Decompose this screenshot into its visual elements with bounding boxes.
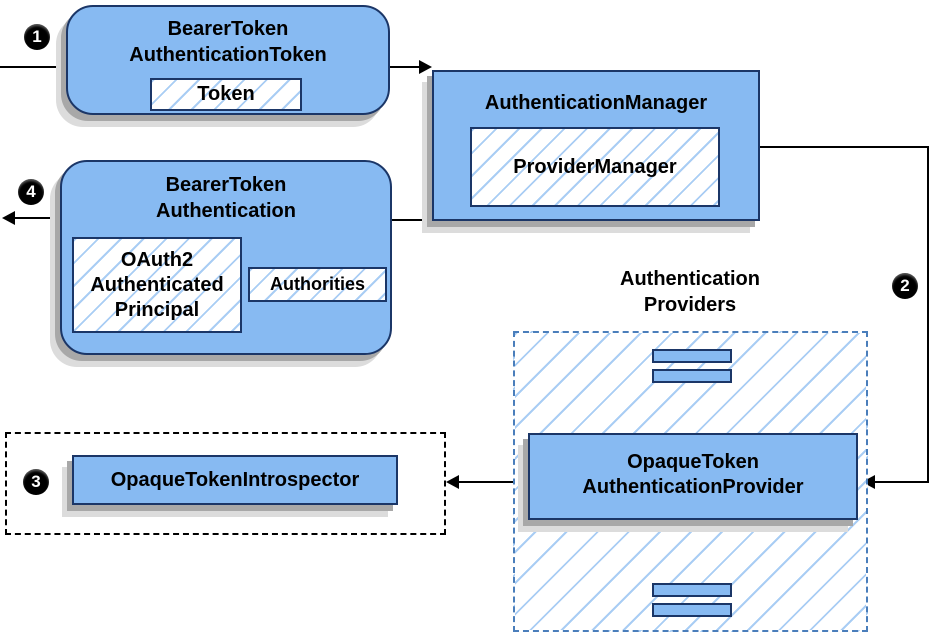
authentication-manager-node: AuthenticationManager ProviderManager (432, 70, 760, 221)
node-title: AuthenticationManager (484, 92, 708, 114)
bearer-token-authentication-node: BearerToken Authentication OAuth2 Authen… (60, 160, 392, 355)
authentication-return-arrowhead-icon (2, 211, 15, 225)
manager-to-provider-line-top (760, 146, 929, 148)
introspector-dashed-container (5, 432, 446, 535)
step-4-badge: 4 (18, 179, 44, 205)
provider-to-introspector-line (458, 481, 528, 483)
token-inner-box: Token (150, 78, 302, 111)
opaque-token-authentication-provider-node: OpaqueToken AuthenticationProvider (528, 433, 858, 520)
step-2-badge: 2 (892, 273, 918, 299)
provider-list-item-bar (652, 603, 732, 617)
oauth2-authenticated-principal-inner-box: OAuth2 Authenticated Principal (72, 237, 242, 333)
provider-to-introspector-arrowhead-icon (446, 475, 459, 489)
provider-list-item-bar (652, 369, 732, 383)
step-1-badge: 1 (24, 24, 50, 50)
provider-manager-inner-box: ProviderManager (470, 127, 720, 207)
node-title: OpaqueToken (627, 451, 759, 473)
manager-to-provider-line-bottom (875, 481, 929, 483)
provider-list-item-bar (652, 583, 732, 597)
node-title: OpaqueTokenIntrospector (110, 469, 360, 491)
bearer-token-authentication-token-node: BearerToken AuthenticationToken Token (66, 5, 390, 115)
opaque-token-introspector-node: OpaqueTokenIntrospector (72, 455, 398, 505)
authorities-inner-box: Authorities (248, 267, 387, 302)
token-to-manager-line (390, 66, 421, 68)
provider-list-item-bar (652, 349, 732, 363)
node-title: BearerToken (165, 174, 287, 196)
node-title: BearerToken (167, 18, 289, 40)
manager-to-authentication-line (392, 219, 434, 221)
authentication-providers-label: Authentication Providers (620, 268, 760, 316)
step-3-badge: 3 (23, 469, 49, 495)
authentication-return-line (14, 217, 60, 219)
incoming-request-line (0, 66, 66, 68)
token-to-manager-arrowhead-icon (419, 60, 432, 74)
manager-to-provider-line-right (927, 146, 929, 483)
node-title: AuthenticationProvider (582, 476, 804, 498)
node-title: AuthenticationToken (129, 44, 327, 66)
node-title: Authentication (156, 200, 296, 222)
